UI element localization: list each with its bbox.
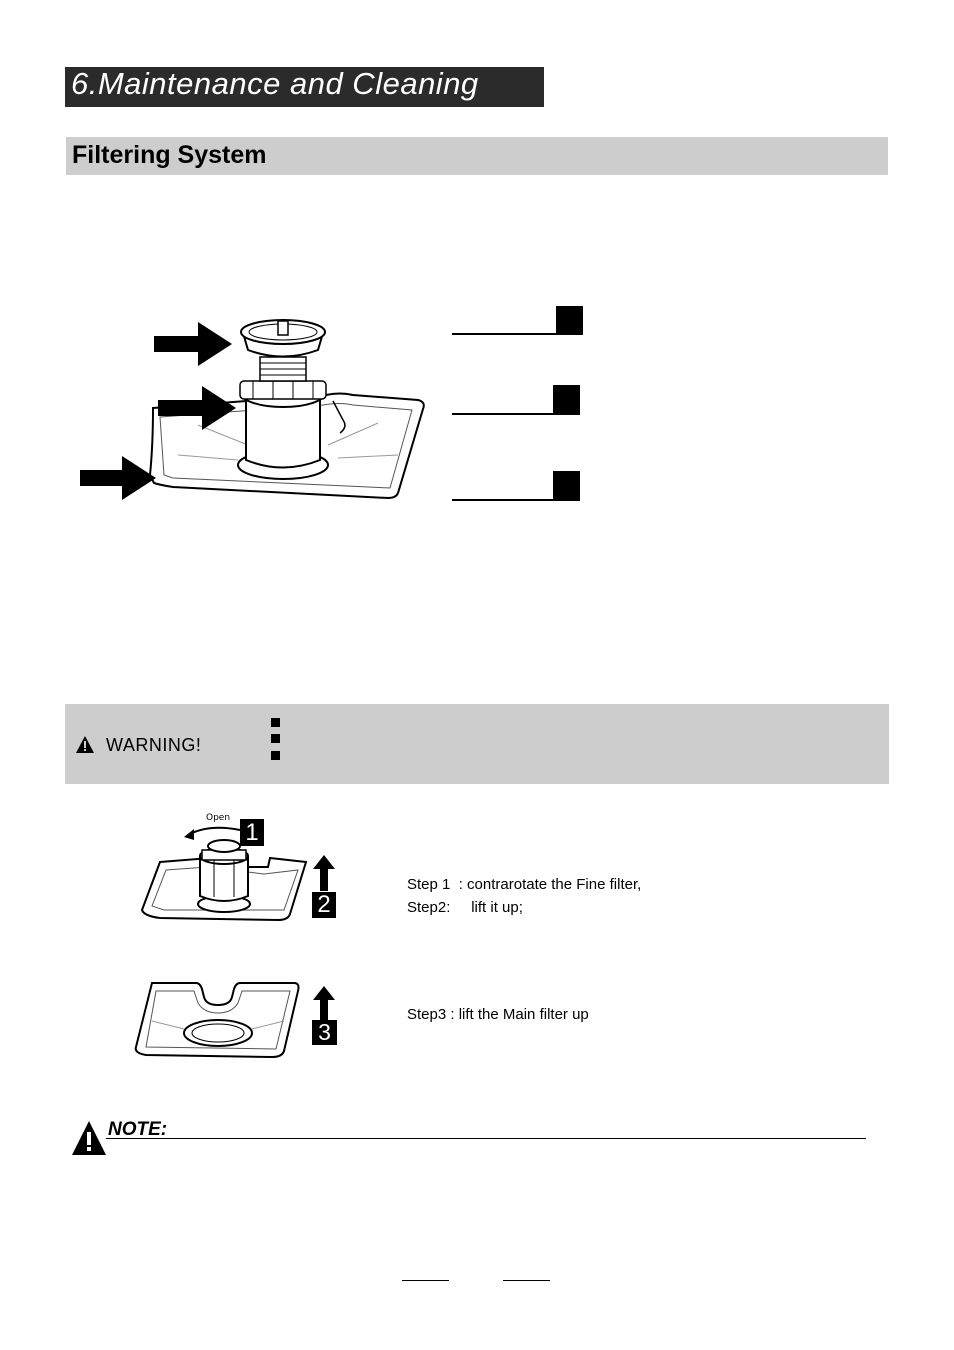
chapter-header-bar <box>65 67 544 107</box>
footer-rule-right <box>503 1280 550 1281</box>
arrow-up-icon <box>313 855 335 891</box>
callout-marker-2 <box>452 385 580 415</box>
step-2-badge: 2 <box>312 892 336 918</box>
warning-label: WARNING! <box>106 735 202 755</box>
arrow-up-icon <box>313 986 335 1020</box>
step-1-text: Step 1 : contrarotate the Fine filter, <box>407 876 642 893</box>
warning-triangle-icon <box>72 1121 106 1155</box>
warning-bullet <box>271 751 280 760</box>
open-label: Open <box>206 813 230 823</box>
fine-filter-removal-illustration: Open <box>140 813 308 922</box>
main-filter-removal-illustration <box>134 982 300 1059</box>
step-3-badge: 3 <box>312 1020 337 1045</box>
section-title: Filtering System <box>72 141 267 169</box>
warning-bullet <box>271 718 280 727</box>
callout-marker-1 <box>452 306 583 335</box>
section-header-bar <box>66 137 888 175</box>
arrow-icon <box>80 456 156 500</box>
warning-bullet <box>271 734 280 743</box>
note-label: NOTE: <box>108 1119 168 1140</box>
chapter-title: 6.Maintenance and Cleaning <box>71 66 479 101</box>
warning-bar <box>65 704 889 784</box>
step-2-text: Step2: lift it up; <box>407 899 523 916</box>
step-1-badge: 1 <box>240 819 264 846</box>
footer-rule-left <box>402 1280 449 1281</box>
arrow-icon <box>158 386 236 430</box>
arrow-icon <box>154 322 232 366</box>
warning-triangle-icon <box>76 736 94 753</box>
callout-marker-3 <box>452 471 580 501</box>
step-3-text: Step3 : lift the Main filter up <box>407 1006 589 1023</box>
filter-assembly-diagram <box>148 319 425 500</box>
note-divider <box>106 1138 866 1139</box>
